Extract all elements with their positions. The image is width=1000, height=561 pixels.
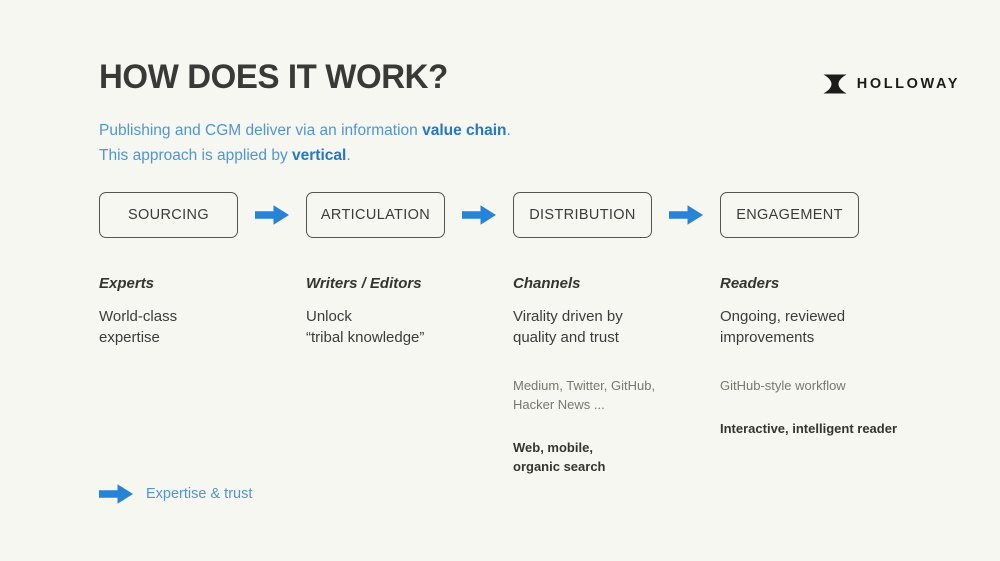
column-body: Unlock “tribal knowledge” [306,308,425,346]
legend-label: Expertise & trust [146,485,253,502]
flow-arrow-icon [255,204,289,226]
subtitle-line-1-pre: Publishing and CGM deliver via an inform… [99,122,423,139]
detail-column-writers-editors: Writers / Editors Unlock “tribal knowled… [306,275,506,376]
stage-label: ENGAGEMENT [736,207,843,223]
brand-name: HOLLOWAY [856,75,960,92]
column-body: Virality driven by quality and trust [513,308,623,346]
column-heading: Channels [513,275,581,292]
subtitle-line-1: Publishing and CGM deliver via an inform… [99,118,511,143]
column-highlight: Web, mobile, organic search [513,440,606,474]
brand-logo: HOLLOWAY [822,74,960,94]
column-note: Medium, Twitter, GitHub, Hacker News ... [513,378,656,412]
column-heading: Experts [99,275,155,292]
stage-box-sourcing[interactable]: SOURCING [99,192,238,238]
subtitle-line-2-pre: This approach is applied by [99,147,293,164]
page-title: HOW DOES IT WORK? [99,58,448,96]
stage-box-distribution[interactable]: DISTRIBUTION [513,192,652,238]
stage-label: DISTRIBUTION [529,207,636,223]
subtitle-line-2: This approach is applied by vertical. [99,143,511,168]
detail-column-experts: Experts World-class expertise [99,275,299,376]
stage-label: ARTICULATION [320,207,431,223]
subtitle-line-2-post: . [346,147,351,164]
flow-arrow-icon [462,204,496,226]
column-highlight: Interactive, intelligent reader [720,421,898,436]
column-body: World-class expertise [99,308,178,346]
detail-column-readers: Readers Ongoing, reviewed improvements G… [720,275,950,438]
flow-arrow-icon [669,204,703,226]
stage-box-engagement[interactable]: ENGAGEMENT [720,192,859,238]
subtitle-line-1-emphasis: value chain [422,122,507,139]
legend: Expertise & trust [99,483,252,505]
stage-flow: SOURCING ARTICULATION DISTRIBUTION ENGAG… [99,192,919,240]
stage-box-articulation[interactable]: ARTICULATION [306,192,445,238]
column-note: GitHub-style workflow [720,378,846,393]
right-arrow-icon [99,483,133,505]
subtitle-line-2-emphasis: vertical [292,147,347,164]
column-body: Ongoing, reviewed improvements [720,308,846,346]
column-heading: Writers / Editors [306,275,422,292]
stage-label: SOURCING [128,207,209,223]
detail-column-channels: Channels Virality driven by quality and … [513,275,713,476]
subtitle-line-1-post: . [506,122,511,139]
column-heading: Readers [720,275,780,292]
subtitle-block: Publishing and CGM deliver via an inform… [99,118,511,168]
bowtie-logo-icon [822,74,848,94]
